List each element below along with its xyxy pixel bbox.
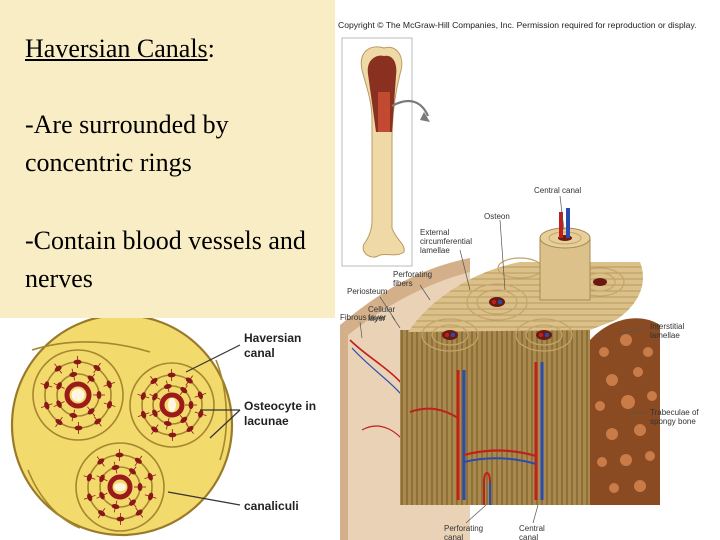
canaliculus-line <box>150 375 158 387</box>
label-central-canal-top: Central canal <box>534 186 582 195</box>
label-trabeculae: Trabeculae of spongy bone <box>650 408 699 426</box>
heading-colon: : <box>207 34 215 63</box>
label-fibrous-layer: Fibrous layer <box>340 313 387 322</box>
canaliculus-line <box>149 393 161 400</box>
canaliculus-line <box>54 363 63 374</box>
canaliculus-line <box>128 466 137 477</box>
canaliculus-line <box>144 474 157 479</box>
canaliculus-line <box>96 492 108 499</box>
bullet-blood-vessels: -Contain blood vessels and nerves <box>25 226 306 293</box>
canaliculus-line <box>97 507 106 519</box>
canaliculus-line <box>113 461 118 474</box>
canaliculus-line <box>83 495 96 500</box>
canaliculus-line <box>96 456 105 467</box>
canaliculus-line <box>194 393 207 398</box>
canaliculus-line <box>149 410 161 417</box>
canaliculus-line <box>71 368 76 381</box>
canaliculus-line <box>144 494 157 499</box>
label-interstitial-lamellae: Interstitial lamellae <box>650 322 685 340</box>
canaliculus-line <box>135 507 144 518</box>
label-osteon: Osteon <box>484 212 510 221</box>
bone-block <box>340 195 660 540</box>
canaliculus-line <box>53 382 65 389</box>
canaliculus-line <box>93 362 101 374</box>
osteon-cross-section <box>10 313 241 537</box>
canaliculus-line <box>166 380 170 393</box>
canaliculus-line <box>71 409 76 422</box>
canaliculus-line <box>40 403 53 408</box>
canaliculus-line <box>194 411 207 416</box>
canaliculus-line <box>179 414 188 425</box>
canaliculus-line <box>93 416 102 427</box>
canaliculus-line <box>96 475 108 482</box>
canaliculus-line <box>179 385 188 396</box>
label-haversian-canal: Haversian canal <box>244 331 302 360</box>
label-cellular-layer: Cellular layer <box>368 305 396 323</box>
canaliculus-line <box>55 416 63 428</box>
text-panel: Haversian Canals: -Are surrounded by con… <box>0 0 335 318</box>
canaliculus-line <box>128 497 137 508</box>
canaliculus-line <box>150 424 159 435</box>
canaliculus-line <box>137 394 150 399</box>
canaliculus-line <box>87 373 96 384</box>
heading-text: Haversian Canals <box>25 34 208 63</box>
canaliculus-line <box>87 406 96 417</box>
canaliculus-line <box>103 382 116 387</box>
label-perforating-fibers: Perforating fibers <box>393 270 433 288</box>
slide-heading: Haversian Canals: <box>25 30 215 68</box>
label-periosteum: Periosteum <box>347 287 388 296</box>
label-canaliculi: canaliculi <box>244 499 299 513</box>
canaliculus-line <box>166 417 170 430</box>
canaliculus-line <box>53 401 65 408</box>
label-central-canal-bottom: Central canal <box>519 524 545 540</box>
canaliculus-line <box>83 475 96 480</box>
bullet-surrounded-by-rings: -Are surrounded by concentric rings <box>25 110 229 177</box>
canaliculus-line <box>40 383 53 388</box>
canaliculus-line <box>103 402 116 407</box>
copyright-notice: Copyright © The McGraw-Hill Companies, I… <box>338 20 697 30</box>
label-perforating-canal: Perforating canal <box>444 524 484 540</box>
label-external-lamellae: External circumferential lamellae <box>420 228 473 255</box>
label-osteocyte-lacunae: Osteocyte in lacunae <box>244 399 317 428</box>
long-bone-inset <box>341 37 430 267</box>
canaliculus-line <box>186 423 194 435</box>
canaliculus-line <box>185 375 194 386</box>
canaliculus-line <box>113 500 118 513</box>
canaliculus-line <box>134 455 143 467</box>
canaliculus-line <box>137 412 150 417</box>
